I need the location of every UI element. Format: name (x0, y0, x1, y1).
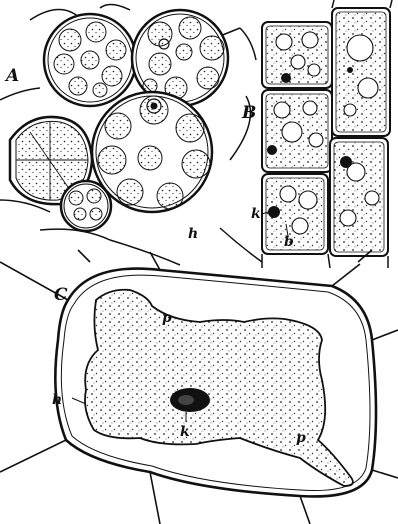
panel-a (0, 4, 262, 265)
label-panel-c: C (54, 285, 68, 305)
label-panel-a: A (4, 66, 19, 86)
label-k-nucleus-b: k (251, 206, 261, 222)
label-b-vacuole: b (284, 234, 294, 250)
label-panel-b: B (241, 103, 256, 123)
label-h-wall-c: h (52, 392, 62, 408)
panel-b (262, 0, 392, 268)
label-h-wall-a: h (188, 226, 198, 242)
label-p-protoplast-top: p (162, 310, 172, 326)
label-p-protoplast-right: p (296, 430, 306, 446)
label-k-nucleus-c: k (180, 424, 190, 440)
